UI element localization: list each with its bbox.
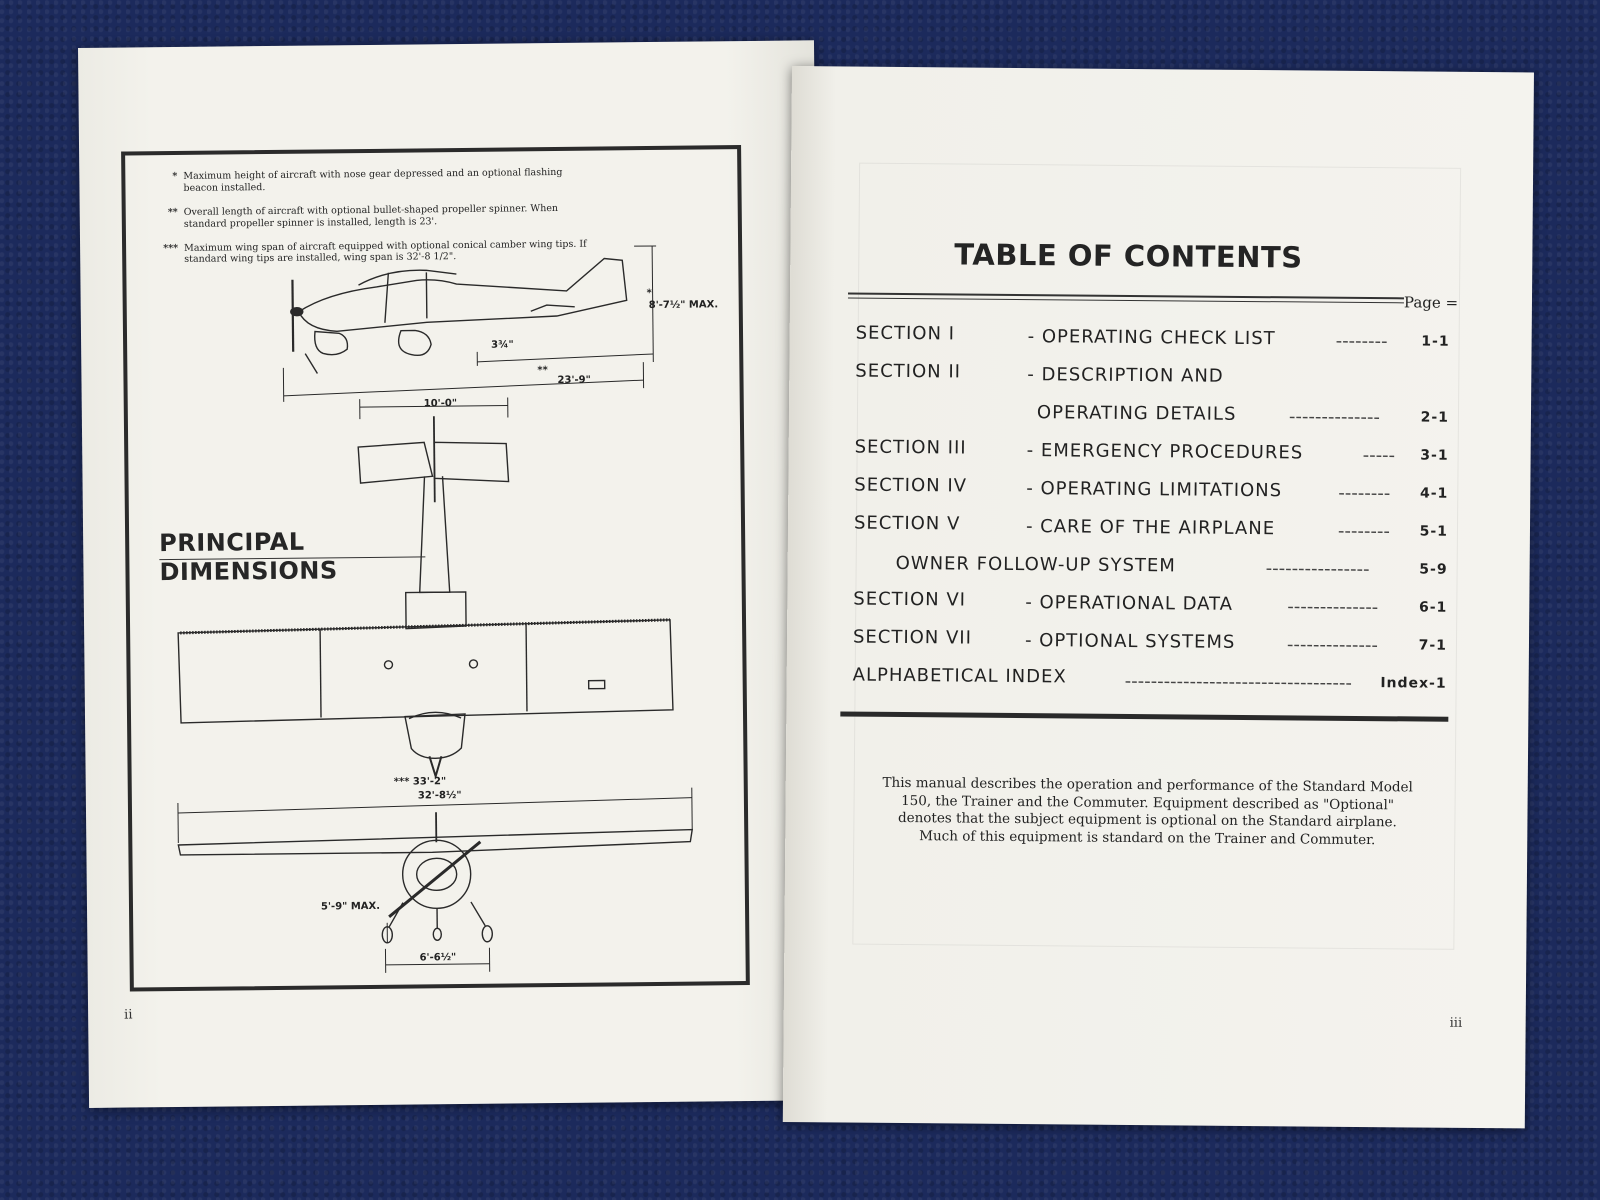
toc-entry: OWNER FOLLOW-UP SYSTEM ---------------- … bbox=[853, 551, 1453, 594]
toc-leader: -------- bbox=[1338, 482, 1391, 505]
span-standard-dimension: 32'-8½" bbox=[417, 790, 462, 802]
page-column-header: Page = bbox=[1403, 293, 1459, 312]
toc-leader: -------- bbox=[1337, 520, 1391, 543]
side-view-dimension-lines bbox=[282, 245, 657, 402]
toc-entry-title: - OPERATING CHECK LIST bbox=[1027, 326, 1276, 350]
toc-section: SECTION I bbox=[855, 322, 956, 345]
height-dimension: 8'-7½" MAX. bbox=[648, 299, 719, 312]
toc-leader: ----------------------------------- bbox=[1124, 670, 1353, 694]
toc-entry: SECTION V - CARE OF THE AIRPLANE -------… bbox=[854, 513, 1454, 556]
manual-intro-paragraph: This manual describes the operation and … bbox=[882, 774, 1413, 848]
toc-entry: SECTION IV - OPERATING LIMITATIONS -----… bbox=[854, 475, 1454, 518]
toc-entry: SECTION VI - OPERATIONAL DATA ----------… bbox=[853, 589, 1453, 632]
toc-leader: -------- bbox=[1335, 330, 1388, 353]
toc-section: SECTION VII bbox=[852, 626, 973, 649]
prop-height-dimension: 5'-9" MAX. bbox=[320, 900, 381, 913]
toc-page: 4-1 bbox=[1419, 485, 1449, 502]
toc-entry: SECTION III - EMERGENCY PROCEDURES -----… bbox=[854, 437, 1454, 480]
toc-page: 1-1 bbox=[1421, 333, 1450, 350]
ground-clearance-dimension: 3¾" bbox=[491, 339, 514, 351]
toc-entry-title: - CARE OF THE AIRPLANE bbox=[1025, 516, 1276, 540]
toc-section: ALPHABETICAL INDEX bbox=[852, 664, 1067, 688]
toc-leader: ----- bbox=[1362, 444, 1396, 467]
toc-entry: SECTION I - OPERATING CHECK LIST -------… bbox=[855, 323, 1455, 366]
toc-entry-title: - OPTIONAL SYSTEMS bbox=[1024, 630, 1236, 653]
toc-page: 2-1 bbox=[1420, 409, 1450, 426]
span-optional-dimension: *** 33'-2" bbox=[393, 776, 447, 788]
toc-list: SECTION I - OPERATING CHECK LIST -------… bbox=[852, 323, 1455, 708]
toc-section: SECTION III bbox=[854, 436, 967, 459]
toc-page: 7-1 bbox=[1418, 637, 1448, 654]
toc-title: TABLE OF CONTENTS bbox=[954, 237, 1303, 275]
toc-leader: -------------- bbox=[1286, 634, 1378, 657]
side-view-aircraft bbox=[290, 257, 628, 374]
top-view-dimension-lines bbox=[359, 397, 509, 420]
top-view-aircraft bbox=[177, 416, 674, 780]
toc-leader: -------------- bbox=[1287, 596, 1379, 619]
page-number-right: iii bbox=[1449, 1015, 1463, 1031]
toc-entry: SECTION II - DESCRIPTION AND bbox=[855, 361, 1455, 404]
length-dimension: 23'-9" bbox=[557, 374, 591, 386]
front-view-dimension-lines bbox=[177, 787, 693, 973]
tail-span-dimension: 10'-0" bbox=[423, 398, 458, 410]
length-mark: ** bbox=[537, 365, 548, 377]
toc-section: SECTION IV bbox=[854, 474, 968, 497]
toc-entry-title: OWNER FOLLOW-UP SYSTEM bbox=[895, 552, 1176, 577]
track-dimension: 6'-6½" bbox=[419, 952, 457, 964]
toc-page: 6-1 bbox=[1418, 599, 1448, 616]
page-number-left: ii bbox=[124, 1007, 133, 1023]
right-page: TABLE OF CONTENTS Page = SECTION I - OPE… bbox=[782, 66, 1534, 1129]
left-page: * Maximum height of aircraft with nose g… bbox=[78, 40, 826, 1108]
title-line-2: DIMENSIONS bbox=[159, 556, 338, 586]
toc-section: SECTION VI bbox=[853, 588, 967, 611]
toc-page: Index-1 bbox=[1380, 675, 1447, 692]
toc-section: SECTION II bbox=[855, 360, 962, 383]
toc-entry: OPERATING DETAILS -------------- 2-1 bbox=[855, 399, 1455, 442]
principal-dimensions-title: PRINCIPAL DIMENSIONS bbox=[159, 527, 426, 586]
toc-page: 5-9 bbox=[1419, 561, 1448, 578]
principal-dimensions-frame: * Maximum height of aircraft with nose g… bbox=[121, 145, 750, 992]
toc-entry-title: - OPERATIONAL DATA bbox=[1025, 592, 1234, 615]
front-view-aircraft bbox=[177, 812, 694, 944]
height-mark: * bbox=[646, 288, 652, 300]
toc-entry-title: OPERATING DETAILS bbox=[1036, 402, 1237, 425]
toc-leader: -------------- bbox=[1288, 406, 1380, 429]
aircraft-diagram bbox=[177, 245, 694, 973]
toc-entry: SECTION VII - OPTIONAL SYSTEMS ---------… bbox=[853, 627, 1453, 670]
title-line-1: PRINCIPAL bbox=[159, 527, 305, 558]
toc-entry-title: - EMERGENCY PROCEDURES bbox=[1026, 440, 1304, 464]
toc-entry: ALPHABETICAL INDEX ---------------------… bbox=[852, 665, 1452, 708]
toc-page: 5-1 bbox=[1419, 523, 1449, 540]
toc-entry-title: - OPERATING LIMITATIONS bbox=[1026, 478, 1283, 502]
toc-entry-title: - DESCRIPTION AND bbox=[1027, 364, 1224, 387]
toc-page: 3-1 bbox=[1420, 447, 1449, 464]
toc-section: SECTION V bbox=[853, 512, 961, 535]
toc-leader: ---------------- bbox=[1265, 558, 1370, 581]
